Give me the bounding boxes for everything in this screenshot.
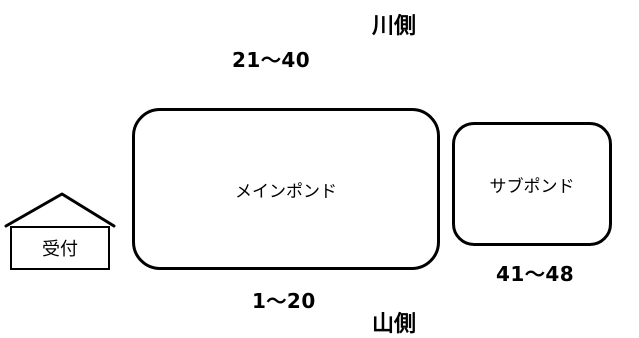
main-pond: メインポンド	[132, 108, 440, 270]
sub-pond: サブポンド	[452, 122, 612, 246]
main-pond-top-range-label: 21〜40	[232, 48, 311, 72]
river-side-label: 川側	[372, 14, 417, 39]
sub-pond-range-label: 41〜48	[496, 262, 575, 286]
mountain-side-label: 山側	[372, 312, 417, 337]
main-pond-bottom-range-label: 1〜20	[252, 289, 316, 313]
main-pond-label: メインポンド	[235, 181, 337, 202]
reception-label: 受付	[42, 239, 78, 260]
reception-roof-icon	[4, 192, 116, 228]
reception-building: 受付	[10, 226, 110, 270]
sub-pond-label: サブポンド	[489, 176, 575, 197]
